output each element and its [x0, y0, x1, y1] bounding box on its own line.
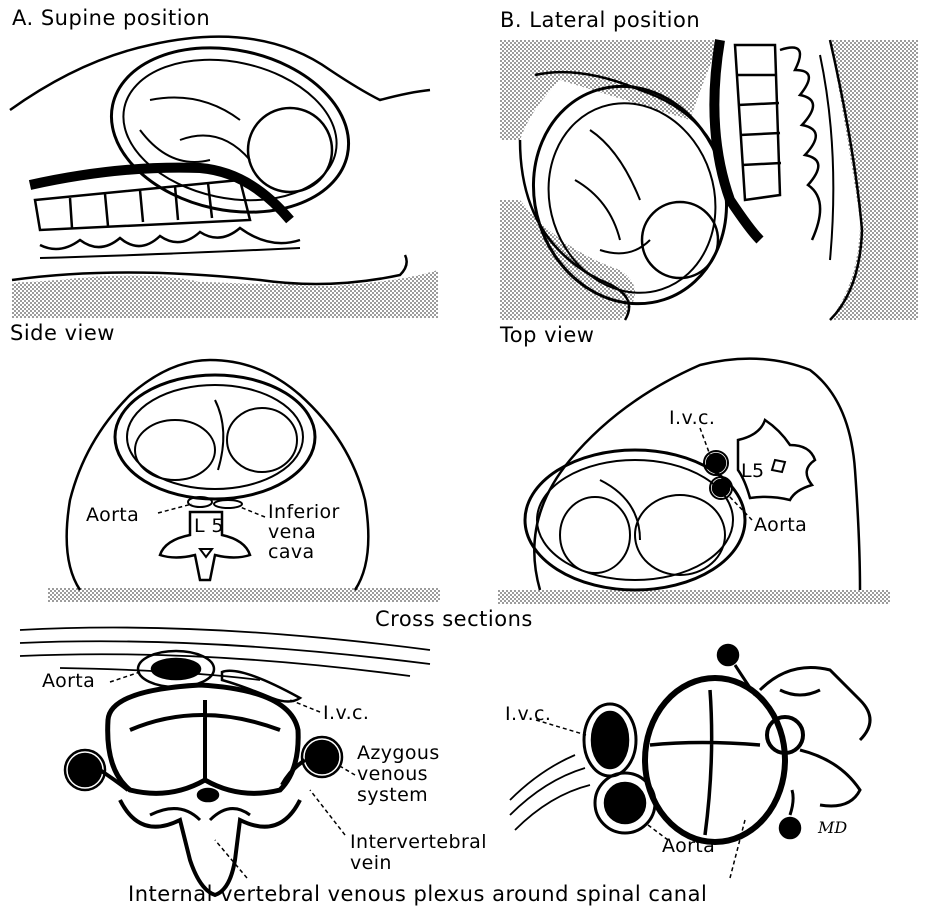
lateral-spinous: [780, 48, 820, 241]
bl-azygous-right: [306, 741, 338, 773]
cs-left-ivc: [214, 500, 242, 508]
supine-side-view: [10, 27, 438, 318]
label-l5-left: L 5: [194, 517, 224, 536]
cs-right-aorta: [713, 480, 729, 496]
bl-azygous-left: [69, 754, 101, 786]
label-ivc-right-mid: I.v.c.: [669, 409, 715, 428]
leader-intervertebral: [310, 790, 345, 835]
leader-aorta-bottom-left: [110, 672, 140, 682]
cs-right-ivc: [707, 454, 725, 472]
cs-right-table: [498, 590, 890, 604]
label-azygous: Azygous venous system: [357, 743, 473, 806]
leader-azygous: [338, 765, 355, 775]
lateral-side-view: [500, 40, 918, 329]
supine-fetal-head: [248, 108, 332, 192]
label-aorta-bottom-right: Aorta: [662, 837, 715, 856]
cross-section-right: [498, 359, 890, 604]
label-aorta-bottom-left: Aorta: [42, 672, 95, 691]
cross-sections-label: Cross sections: [375, 609, 533, 630]
label-ivc-bottom-left: I.v.c.: [323, 704, 369, 723]
leader-aorta-left-mid: [158, 504, 192, 513]
supine-uterus: [96, 27, 364, 233]
supine-body-outline: [10, 37, 430, 284]
label-aorta-right-mid: Aorta: [754, 516, 807, 535]
vertebra-detail-right: [510, 645, 870, 842]
cross-section-left: [48, 360, 440, 602]
br-vertebral-body: [645, 678, 785, 842]
label-intervertebral: Intervertebral vein: [350, 832, 530, 874]
label-ivc-left-mid: Inferior vena cava: [268, 503, 348, 563]
leader-ivc-right-mid: [700, 428, 710, 455]
br-posterior-elements: [760, 668, 870, 807]
supine-spinous: [40, 228, 300, 249]
tissue-arcs-right: [510, 755, 590, 830]
br-vein-bottom: [780, 818, 800, 838]
leader-ivc-left-mid: [240, 507, 265, 517]
br-vein-top: [718, 645, 738, 665]
panel-b-title: B. Lateral position: [500, 10, 700, 31]
label-ivc-bottom-right: I.v.c.: [505, 705, 551, 724]
lateral-right-stipple: [830, 40, 918, 320]
bl-vertebral-body: [108, 685, 299, 793]
lateral-spine: [735, 45, 780, 200]
cs-left-uterus: [115, 375, 315, 499]
bl-posterior-arch: [120, 800, 300, 895]
lateral-fetal-head: [642, 202, 718, 278]
lateral-table-top: [500, 40, 720, 140]
label-l5-right: L5: [741, 462, 764, 481]
cs-left-table: [48, 588, 440, 602]
leader-lines: [110, 428, 752, 878]
label-aorta-left-mid: Aorta: [86, 506, 139, 525]
panel-a-title: A. Supine position: [12, 8, 210, 29]
label-plexus: Internal vertebral venous plexus around …: [128, 884, 707, 905]
side-view-label: Side view: [10, 323, 115, 344]
leader-plexus-right: [730, 820, 745, 878]
artist-signature: MD: [818, 820, 847, 836]
top-view-label: Top view: [500, 325, 594, 346]
